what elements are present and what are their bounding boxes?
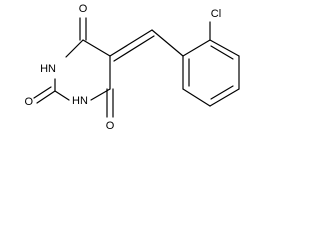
bond-c2-o-b xyxy=(33,86,52,99)
methylidene-bridge xyxy=(109,29,184,62)
bond-n3-c4 xyxy=(65,39,84,58)
bond-ar-4 xyxy=(209,88,240,107)
bond-c5-ch-a xyxy=(109,29,153,57)
bond-ar-1 xyxy=(182,39,211,57)
molecule-diagram: O HN O HN O Cl xyxy=(0,0,256,148)
bond-ar-inner-1 xyxy=(210,45,234,60)
bond-c2-o-a xyxy=(36,90,56,104)
chlorophenyl-ring xyxy=(182,21,240,107)
nitrogen-lower-label: HN xyxy=(72,95,88,107)
oxygen-top-label: O xyxy=(79,3,88,15)
bond-c5-ch-b xyxy=(113,35,155,62)
nitrogen-upper-label: HN xyxy=(40,63,56,75)
bond-ar-2 xyxy=(209,39,240,57)
bond-n1-c2 xyxy=(54,90,70,101)
bond-c4-c5 xyxy=(82,39,111,57)
oxygen-left-label: O xyxy=(24,96,33,108)
bond-ch-ring xyxy=(151,29,184,57)
oxygen-bottom-label: O xyxy=(106,120,115,132)
carbonyl-groups xyxy=(33,17,114,118)
molecule-structure: O HN O HN O Cl xyxy=(24,3,240,132)
bond-ar-5 xyxy=(182,88,211,107)
chlorine-label: Cl xyxy=(211,8,221,20)
pyrimidine-ring xyxy=(54,39,111,101)
bond-ar-inner-2 xyxy=(210,85,234,100)
